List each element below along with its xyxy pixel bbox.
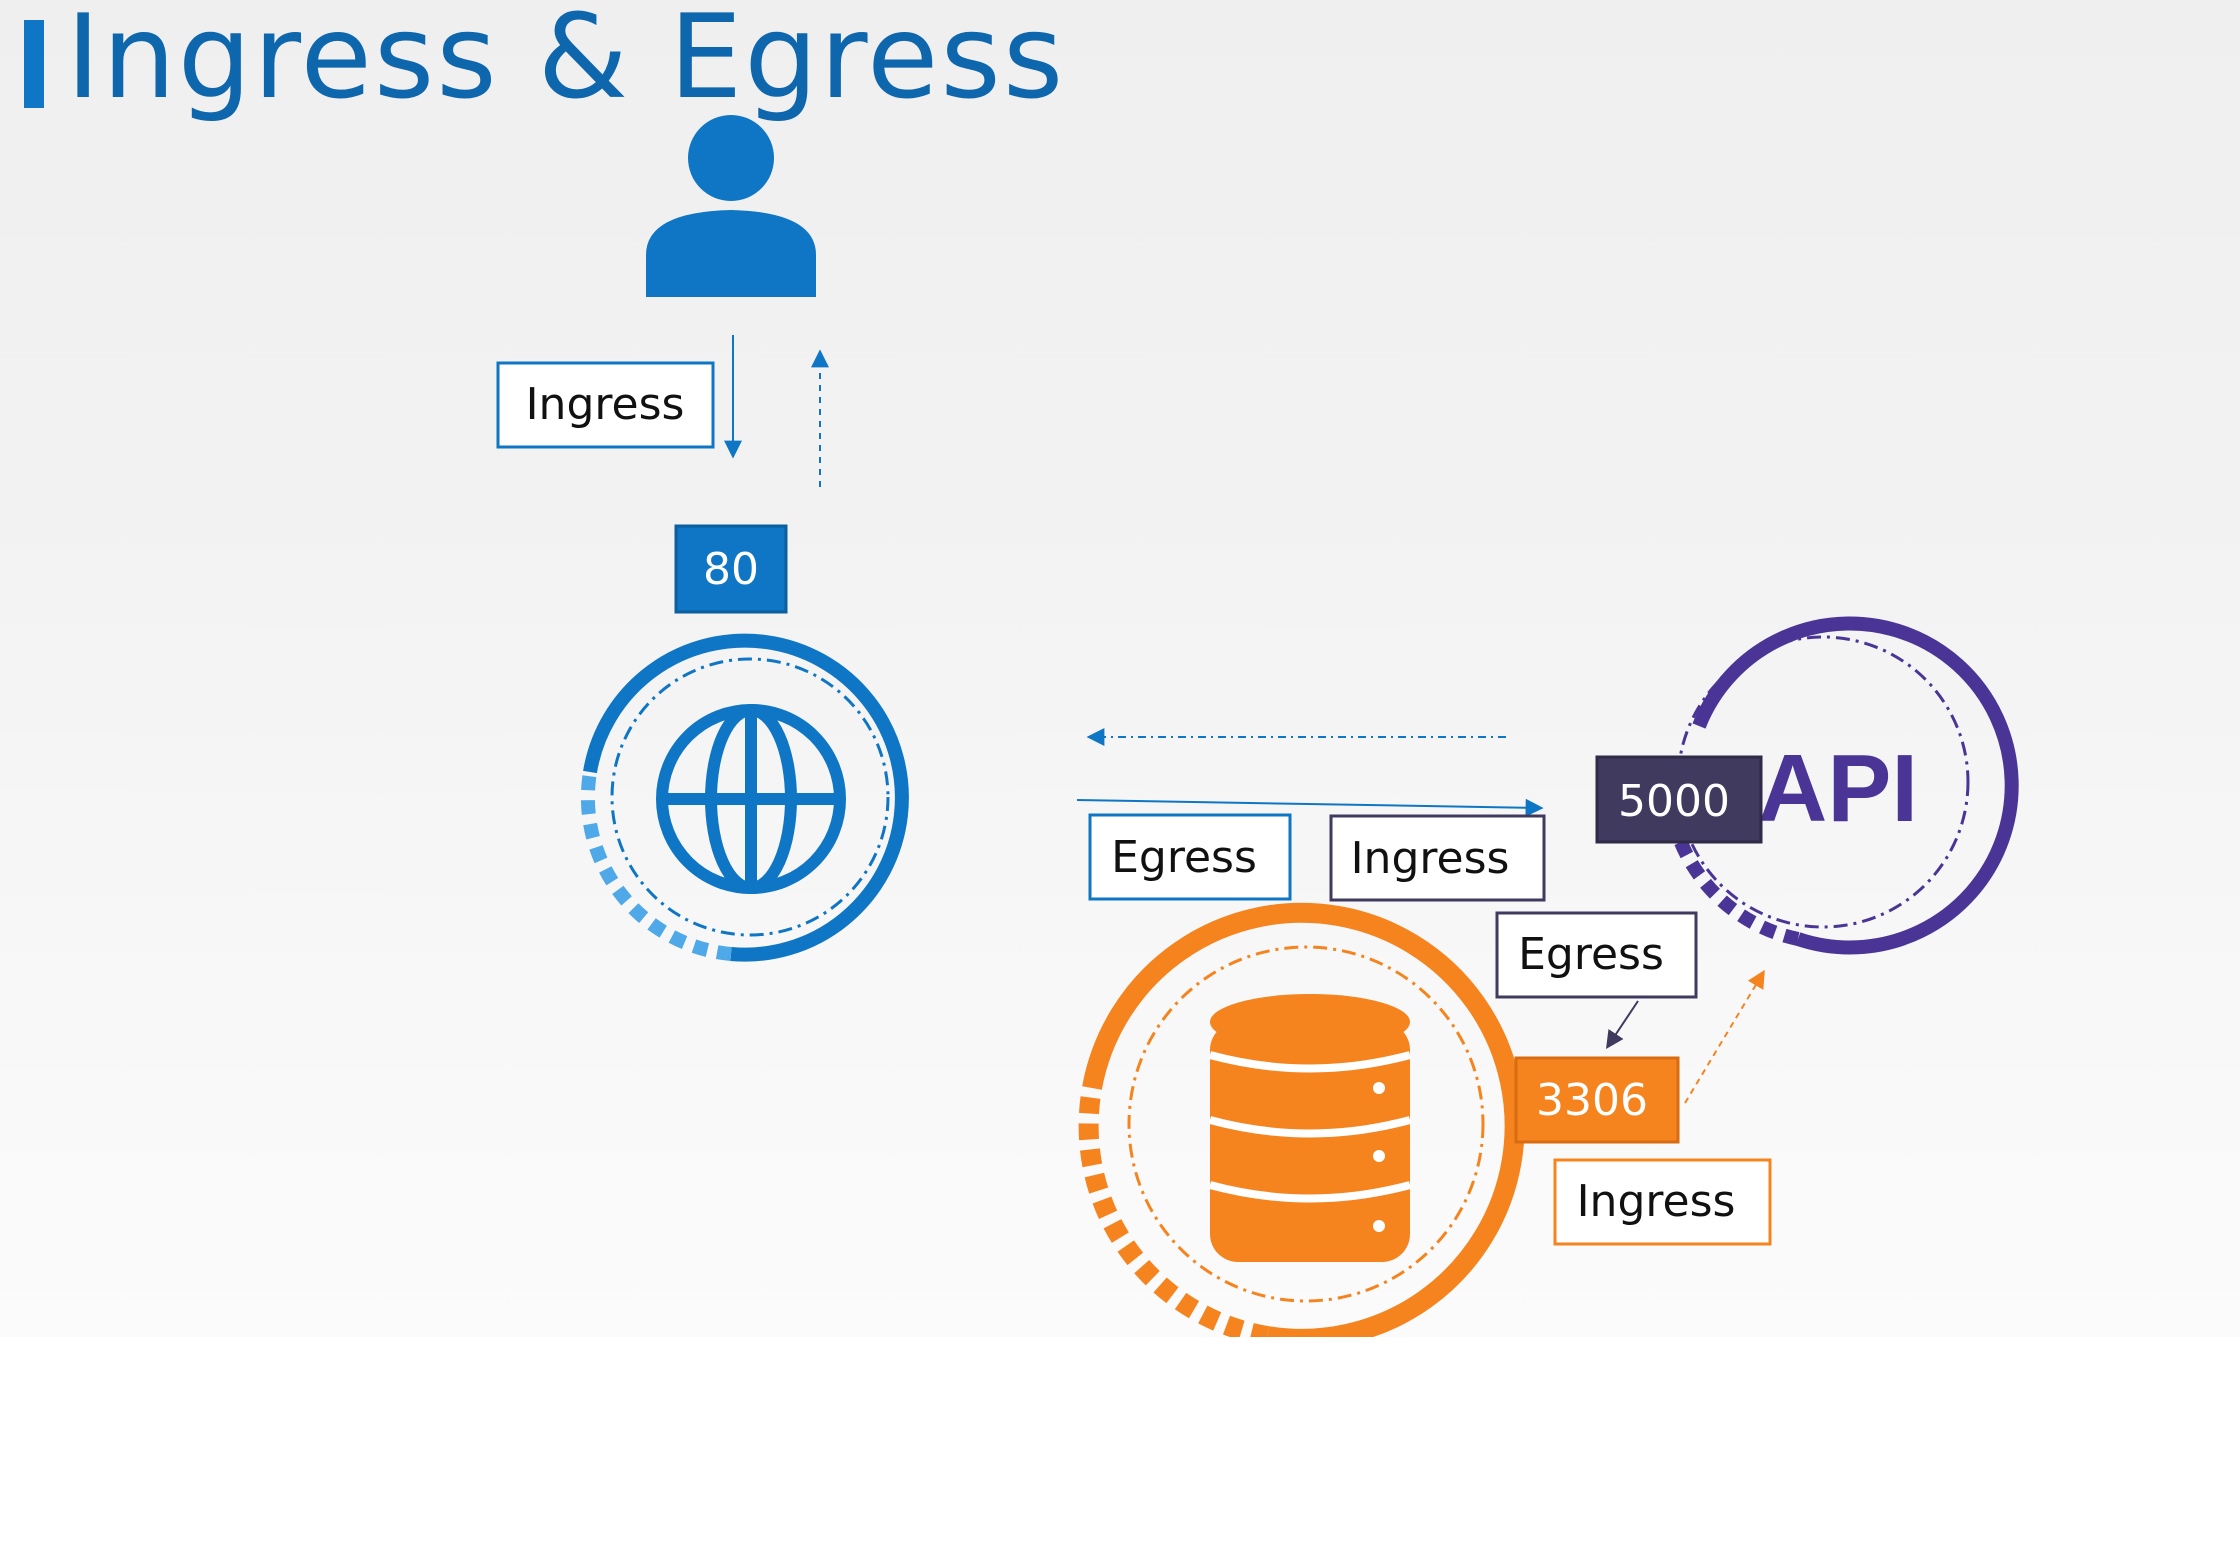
globe-icon [656,704,846,894]
api-ingress-label: Ingress [1329,814,1546,902]
database-icon [1208,994,1412,1262]
user-icon [646,115,816,297]
db-ingress-text: Ingress [1577,1176,1736,1227]
api-port-badge: 5000 [1595,755,1763,844]
web-server-node [580,633,909,962]
db-port-badge: 3306 [1514,1056,1680,1144]
title-accent-bar [24,20,44,108]
web-ingress-text: Ingress [526,379,685,430]
db-port-text: 3306 [1536,1075,1648,1126]
api-icon: API [1758,735,1918,842]
web-egress-label: Egress [1088,813,1292,901]
api-server-node: API [1673,616,2019,955]
traffic-diagram: Ingress 80 Egress [496,115,2019,1337]
api-egress-text: Egress [1518,929,1664,980]
api-ingress-text: Ingress [1351,833,1510,884]
web-egress-text: Egress [1111,832,1257,883]
web-ingress-label: Ingress [496,361,715,449]
slide: Ingress & Egress Ingress [0,0,2240,1337]
db-ingress-label: Ingress [1553,1158,1772,1246]
database-node [1078,902,1525,1337]
api-port-text: 5000 [1618,776,1730,827]
db-to-api-arrow [1684,969,1765,1104]
web-port-badge: 80 [674,524,788,614]
slide-title: Ingress & Egress [66,0,1066,125]
blank-area [0,1337,2240,1556]
api-to-db-arrow [1606,1000,1639,1049]
web-to-api-arrow [1076,798,1544,817]
api-egress-label: Egress [1495,911,1698,999]
web-port-text: 80 [703,544,759,595]
